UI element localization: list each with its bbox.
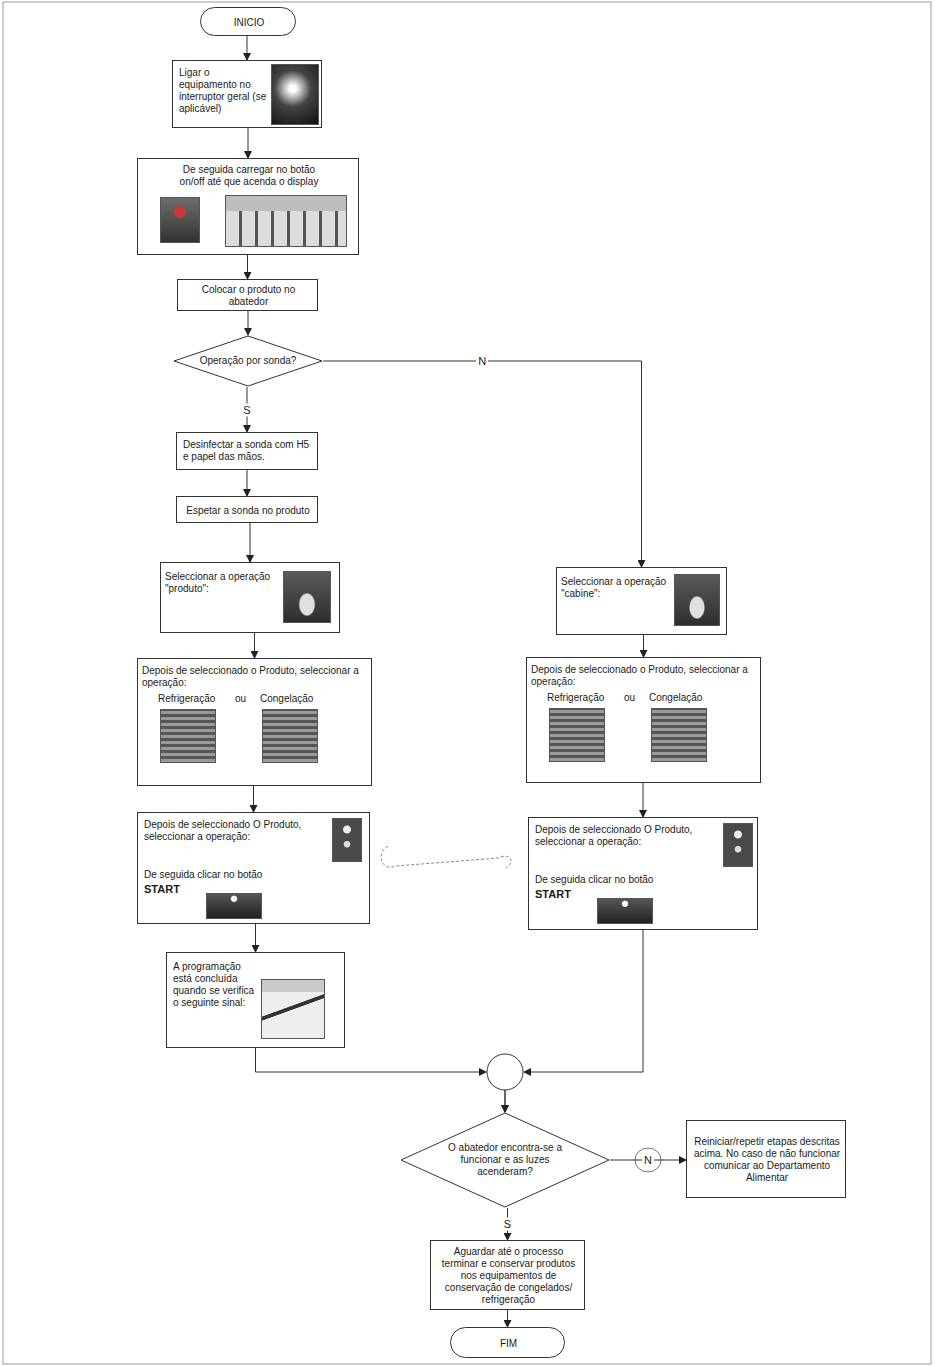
photo bbox=[597, 898, 653, 924]
process-box: Seleccionar a operação "produto": bbox=[160, 562, 340, 633]
connector bbox=[248, 311, 249, 335]
node-text: Reiniciar/repetir etapas descritas acima… bbox=[693, 1136, 841, 1184]
photo bbox=[674, 574, 720, 626]
edge-label: S bbox=[241, 403, 252, 416]
decision-diamond: Operação por sonda? bbox=[173, 335, 323, 387]
node-text: Colocar o produto no abatedor bbox=[184, 284, 313, 308]
node-text: Ligar o equipamento no interruptor geral… bbox=[179, 67, 267, 115]
node-text: Depois de seleccionado O Produto, selecc… bbox=[144, 819, 312, 843]
process-box: De seguida carregar no botão on/off até … bbox=[137, 158, 359, 255]
page-frame bbox=[3, 2, 931, 1364]
diamond-shape bbox=[401, 1113, 609, 1207]
node-text: Depois de seleccionado o Produto, selecc… bbox=[142, 665, 367, 689]
node-text: Congelação bbox=[260, 693, 330, 705]
process-box: Seleccionar a operação "cabine": bbox=[556, 567, 727, 635]
photo bbox=[723, 823, 753, 867]
edge-label: N bbox=[642, 1154, 654, 1167]
photo bbox=[332, 818, 362, 862]
process-box: Reiniciar/repetir etapas descritas acima… bbox=[686, 1120, 846, 1198]
hand-drawn-mark bbox=[381, 846, 511, 868]
photo bbox=[651, 708, 707, 762]
start-terminator: INICIO bbox=[200, 7, 296, 36]
node-text: De seguida carregar no botão on/off até … bbox=[174, 164, 324, 188]
node-text: ou bbox=[235, 693, 255, 705]
node-text: Refrigeração bbox=[158, 693, 228, 705]
process-box: Espetar a sonda no produto bbox=[176, 496, 318, 523]
process-box: Depois de seleccionado O Produto, selecc… bbox=[137, 812, 370, 924]
edge-label: S bbox=[502, 1218, 513, 1231]
connector bbox=[250, 523, 251, 562]
arrow-head bbox=[479, 1068, 487, 1076]
node-text: Seleccionar a operação "cabine": bbox=[561, 576, 669, 600]
node-text: Seleccionar a operação "produto": bbox=[165, 571, 275, 595]
process-box: Depois de seleccionado O Produto, selecc… bbox=[528, 817, 758, 930]
connector bbox=[256, 1048, 506, 1112]
connector bbox=[255, 924, 256, 952]
node-text: START bbox=[535, 888, 575, 900]
node-text: Operação por sonda? bbox=[193, 355, 303, 367]
node-text: Refrigeração bbox=[547, 692, 617, 704]
photo bbox=[261, 979, 325, 1039]
diamond-shape bbox=[174, 336, 322, 386]
node-text: A programação está concluída quando se v… bbox=[173, 961, 255, 1009]
connector bbox=[505, 930, 643, 1112]
connector bbox=[507, 1310, 508, 1327]
connector bbox=[643, 635, 644, 657]
node-text: INICIO bbox=[207, 17, 291, 29]
edge-label: N bbox=[476, 355, 488, 368]
process-box: Desinfectar a sonda com H5 e papel das m… bbox=[176, 432, 318, 470]
photo bbox=[549, 708, 605, 762]
photo bbox=[262, 709, 318, 763]
arrow-head bbox=[523, 1068, 531, 1076]
process-box: A programação está concluída quando se v… bbox=[166, 952, 345, 1048]
junction-circle bbox=[487, 1054, 523, 1090]
photo bbox=[283, 571, 331, 623]
process-box: Depois de seleccionado o Produto, selecc… bbox=[137, 658, 372, 786]
photo bbox=[160, 197, 200, 243]
node-text: Depois de seleccionado O Produto, selecc… bbox=[535, 824, 703, 848]
node-text: Depois de seleccionado o Produto, selecc… bbox=[531, 664, 756, 688]
connector bbox=[643, 783, 644, 817]
photo bbox=[271, 64, 319, 125]
node-text: ou bbox=[624, 692, 644, 704]
connector bbox=[247, 470, 248, 496]
connector bbox=[253, 786, 254, 812]
node-text: Congelação bbox=[649, 692, 719, 704]
node-text: De seguida clicar no botão bbox=[144, 869, 274, 881]
connector bbox=[254, 633, 255, 658]
node-text: Espetar a sonda no produto bbox=[183, 505, 313, 517]
node-text: FIM bbox=[457, 1338, 560, 1350]
connector bbox=[323, 361, 642, 567]
process-box: Aguardar até o processo terminar e conse… bbox=[430, 1240, 585, 1310]
end-terminator: FIM bbox=[450, 1327, 565, 1358]
process-box: Ligar o equipamento no interruptor geral… bbox=[172, 60, 322, 128]
connector bbox=[247, 36, 248, 60]
node-text: O abatedor encontra-se a funcionar e as … bbox=[443, 1142, 567, 1178]
node-text: START bbox=[144, 883, 184, 895]
decision-diamond: O abatedor encontra-se a funcionar e as … bbox=[400, 1112, 610, 1208]
node-text: Aguardar até o processo terminar e conse… bbox=[436, 1246, 581, 1306]
node-text: Desinfectar a sonda com H5 e papel das m… bbox=[183, 439, 315, 463]
photo bbox=[225, 195, 347, 247]
connector bbox=[248, 128, 249, 158]
process-box: Colocar o produto no abatedor bbox=[177, 279, 318, 311]
photo bbox=[206, 893, 262, 919]
photo bbox=[160, 709, 216, 763]
node-text: De seguida clicar no botão bbox=[535, 874, 665, 886]
connector bbox=[247, 255, 248, 279]
process-box: Depois de seleccionado o Produto, selecc… bbox=[526, 657, 761, 783]
